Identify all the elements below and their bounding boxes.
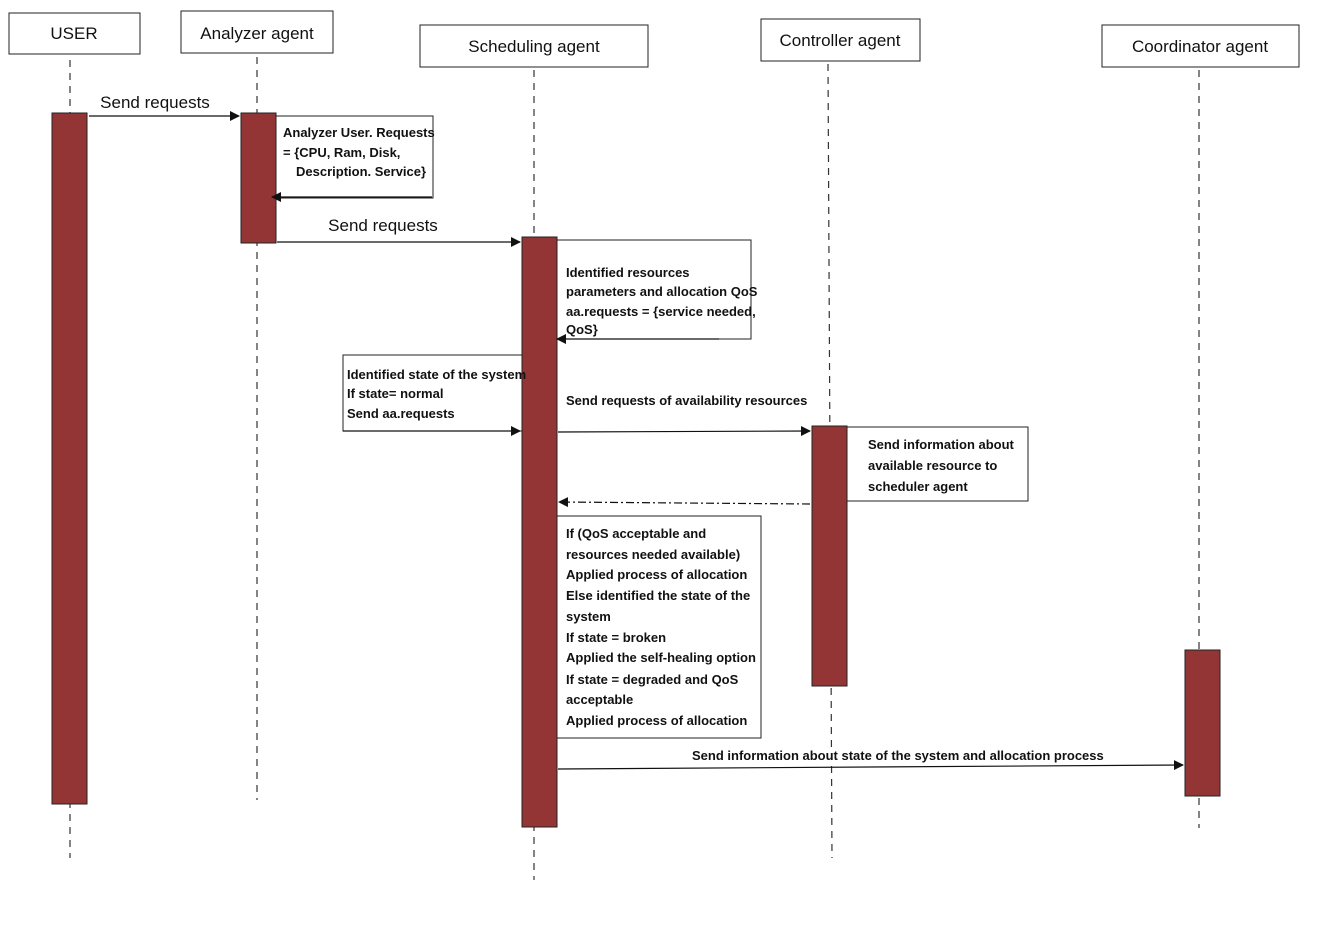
- note-allocation-line-5: system: [566, 609, 611, 624]
- participant-coordinator-label: Coordinator agent: [1132, 37, 1268, 56]
- note-analyzer-line-2: = {CPU, Ram, Disk,: [283, 145, 400, 160]
- participant-controller-label: Controller agent: [780, 31, 901, 50]
- note-scheduling-line-2: parameters and allocation QoS: [566, 284, 758, 299]
- note-scheduling-self: Identified resources parameters and allo…: [556, 239, 758, 344]
- note-state-check-line-2: If state= normal: [347, 386, 443, 401]
- participant-analyzer: Analyzer agent: [180, 10, 334, 54]
- note-controller-reply: Send information about available resourc…: [846, 426, 1029, 502]
- note-analyzer-self: Analyzer User. Requests = {CPU, Ram, Dis…: [271, 115, 435, 202]
- activation-analyzer: [240, 112, 277, 244]
- note-allocation-line-6: If state = broken: [566, 630, 666, 645]
- lifeline-controller: [827, 63, 833, 859]
- note-allocation-logic: If (QoS acceptable and resources needed …: [556, 515, 762, 739]
- note-scheduling-line-4: QoS}: [566, 322, 598, 337]
- note-allocation-line-7: Applied the self-healing option: [566, 650, 756, 665]
- note-analyzer-line-3: Description. Service}: [296, 164, 426, 179]
- note-state-check: Identified state of the system If state=…: [342, 354, 526, 436]
- note-allocation-line-2: resources needed available): [566, 547, 740, 562]
- message-analyzer-to-scheduling: Send requests: [277, 216, 521, 247]
- note-analyzer-line-1: Analyzer User. Requests: [283, 125, 435, 140]
- note-allocation-line-4: Else identified the state of the: [566, 588, 750, 603]
- message-scheduling-to-coordinator: Send information about state of the syst…: [557, 748, 1184, 771]
- message-scheduling-to-controller-label: Send requests of availability resources: [566, 393, 807, 408]
- message-analyzer-to-scheduling-label: Send requests: [328, 216, 438, 235]
- note-allocation-line-9: acceptable: [566, 692, 633, 707]
- note-allocation-line-1: If (QoS acceptable and: [566, 526, 706, 541]
- participant-controller: Controller agent: [760, 18, 921, 62]
- note-allocation-line-8: If state = degraded and QoS: [566, 672, 739, 687]
- message-scheduling-to-controller: Send requests of availability resources: [557, 393, 811, 437]
- participant-user: USER: [8, 12, 141, 55]
- message-user-to-analyzer-label: Send requests: [100, 93, 210, 112]
- activation-user: [51, 112, 88, 805]
- participant-scheduling: Scheduling agent: [419, 24, 649, 68]
- note-state-check-line-3: Send aa.requests: [347, 406, 455, 421]
- note-allocation-line-3: Applied process of allocation: [566, 567, 747, 582]
- note-scheduling-line-1: Identified resources: [566, 265, 690, 280]
- message-user-to-analyzer: Send requests: [89, 93, 240, 121]
- activation-controller: [811, 425, 848, 687]
- note-controller-line-3: scheduler agent: [868, 479, 968, 494]
- message-controller-return: [558, 497, 811, 508]
- participant-scheduling-label: Scheduling agent: [468, 37, 600, 56]
- note-allocation-line-10: Applied process of allocation: [566, 713, 747, 728]
- participant-user-label: USER: [50, 24, 97, 43]
- note-scheduling-line-3: aa.requests = {service needed,: [566, 304, 756, 319]
- participant-coordinator: Coordinator agent: [1101, 24, 1300, 68]
- message-scheduling-to-coordinator-label: Send information about state of the syst…: [692, 748, 1104, 763]
- activation-coordinator: [1184, 649, 1221, 797]
- note-state-check-line-1: Identified state of the system: [347, 367, 526, 382]
- activation-scheduling: [521, 236, 558, 828]
- participant-analyzer-label: Analyzer agent: [200, 24, 314, 43]
- note-controller-line-2: available resource to: [868, 458, 997, 473]
- note-controller-line-1: Send information about: [868, 437, 1015, 452]
